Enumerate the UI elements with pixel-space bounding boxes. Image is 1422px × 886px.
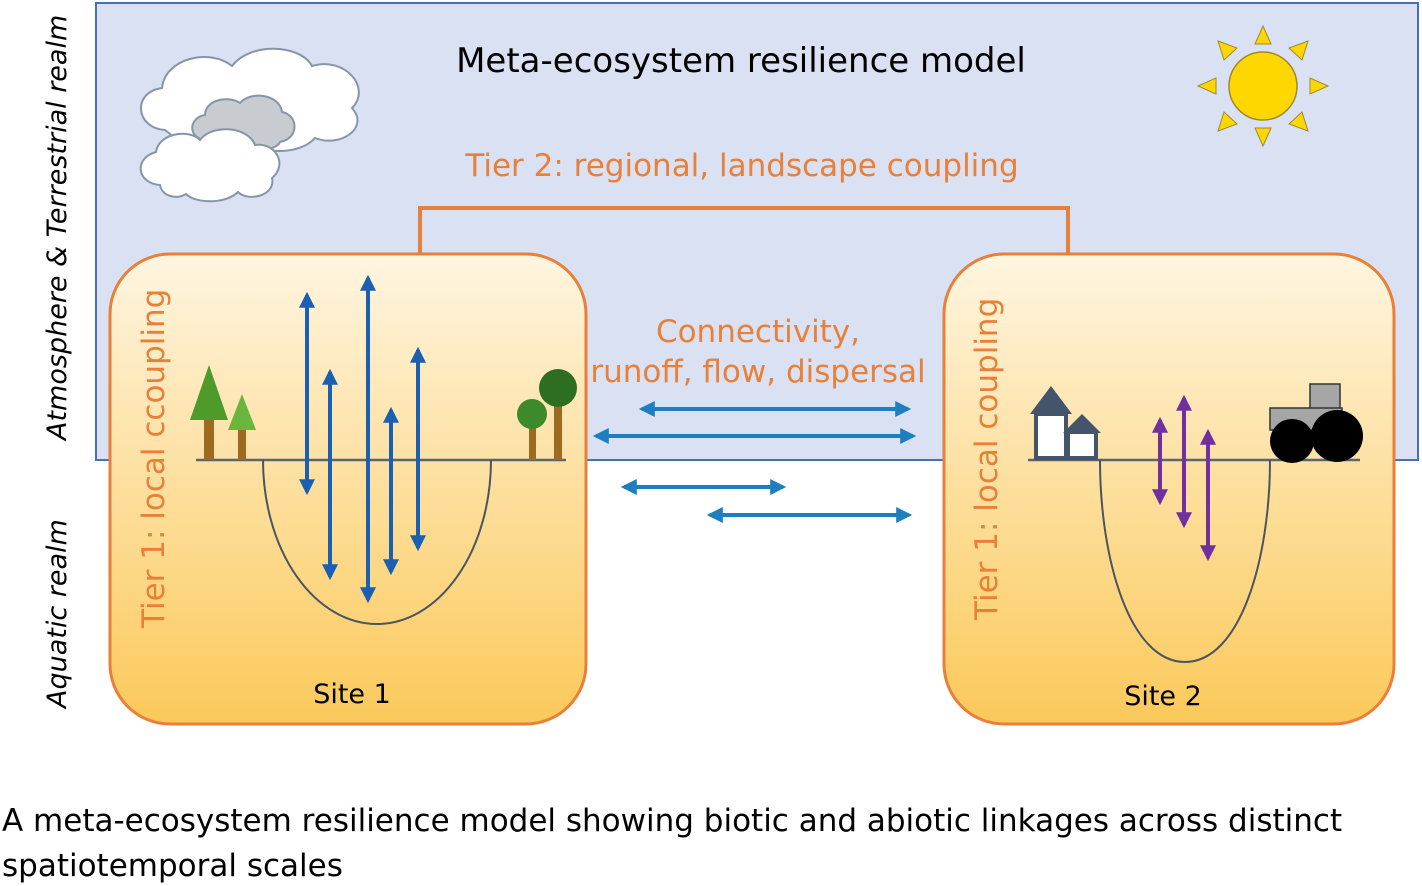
deciduous-tree-icon (539, 369, 577, 460)
realm-label-lower: Aquatic realm (42, 519, 73, 710)
site1-lake-basin (262, 459, 492, 625)
caption-line2: spatiotemporal scales (2, 848, 343, 884)
connectivity-label-line1: Connectivity, (656, 314, 860, 350)
house-icon (1063, 414, 1101, 460)
site1-name: Site 1 (313, 679, 391, 710)
site1-vertical-flows (299, 274, 426, 604)
site2-vertical-flows (1152, 394, 1216, 562)
cloud-icon (139, 128, 281, 203)
caption-line1: A meta-ecosystem resilience model showin… (2, 803, 1342, 839)
site2-box (942, 252, 1396, 726)
conifer-tree-icon (190, 365, 228, 460)
site2-lake-basin (1099, 459, 1271, 664)
connectivity-label-line2: runoff, flow, dispersal (590, 354, 925, 390)
site2-tier1-label: Tier 1: local coupling (969, 298, 1005, 621)
site2-name: Site 2 (1124, 681, 1202, 712)
tractor-icon (1269, 383, 1363, 463)
sun-icon (1196, 24, 1330, 148)
site1-box (108, 252, 588, 726)
realm-label-upper: Atmosphere & Terrestrial realm (42, 15, 73, 442)
diagram-title: Meta-ecosystem resilience model (456, 41, 1026, 81)
connectivity-flows (592, 401, 917, 523)
tier2-connector (418, 206, 1070, 256)
deciduous-tree-icon (517, 399, 547, 460)
site1-tier1-label: Tier 1: local ccoupling (136, 289, 172, 629)
conifer-tree-icon (228, 394, 256, 460)
tier2-label: Tier 2: regional, landscape coupling (464, 148, 1018, 184)
